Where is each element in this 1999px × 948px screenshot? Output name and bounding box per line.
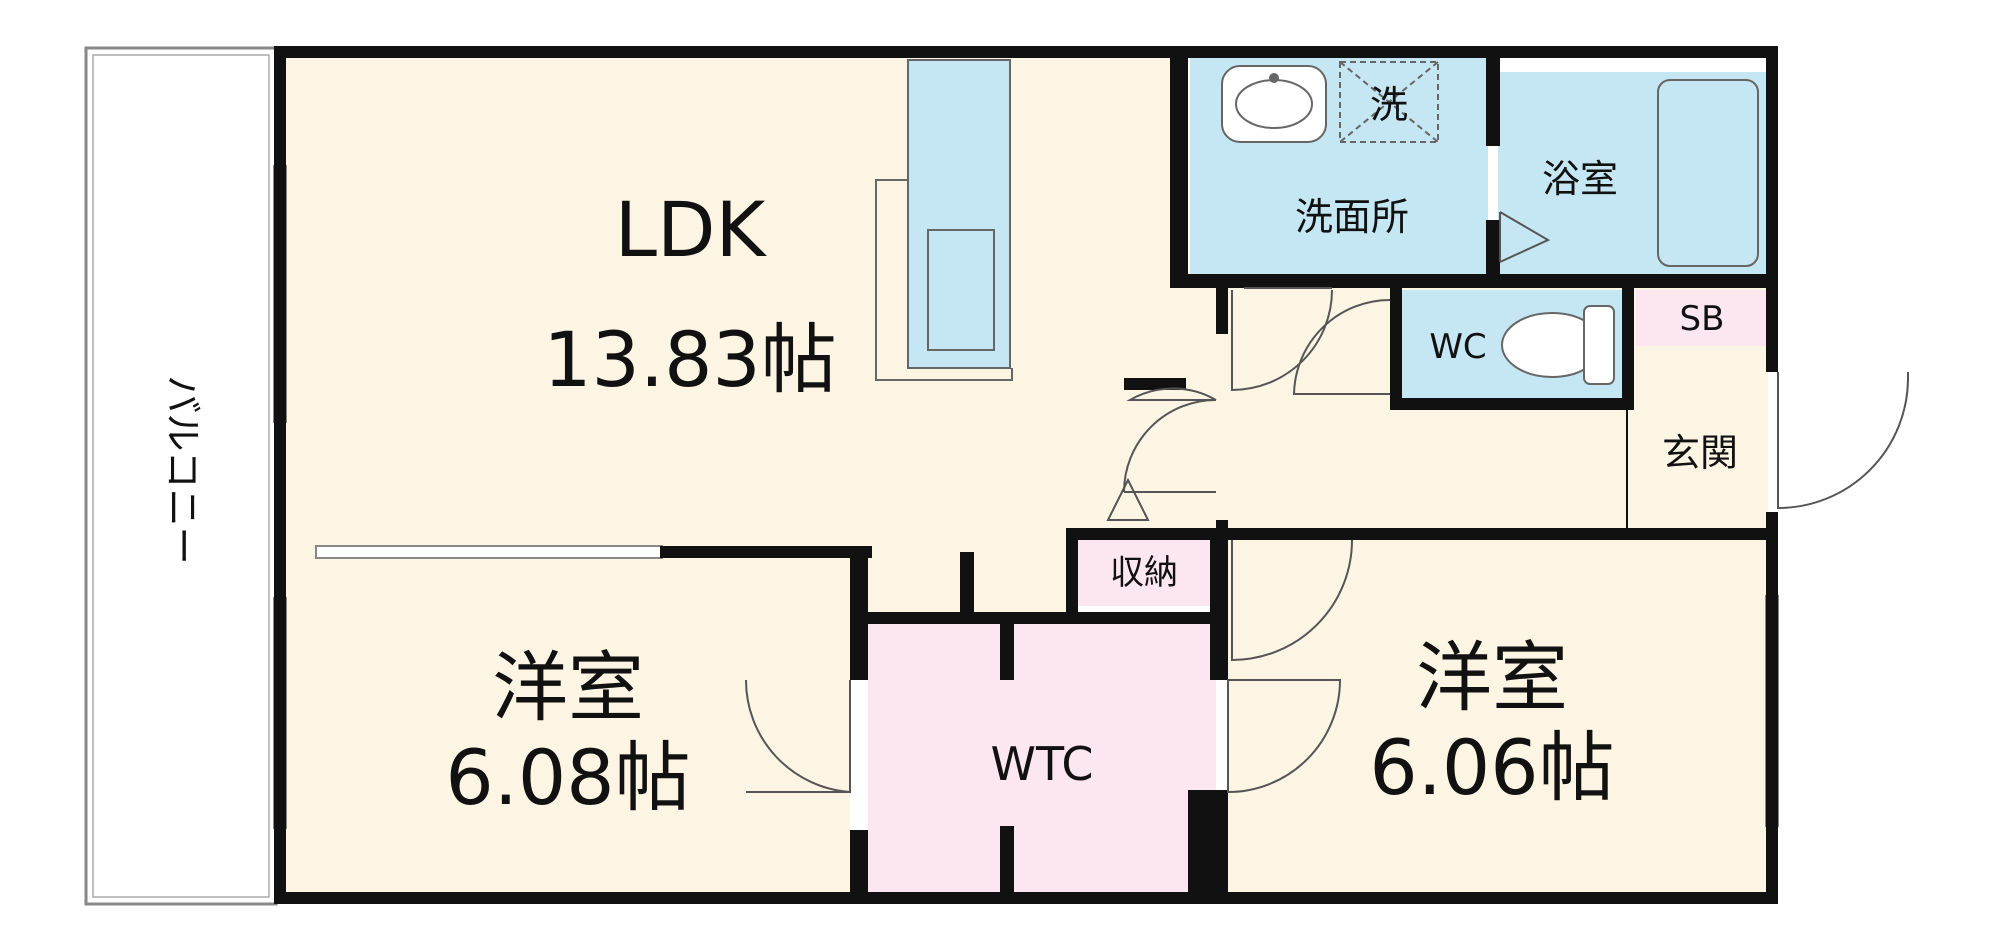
wall-western-left-right-low xyxy=(850,830,868,904)
western-right-size: 6.06帖 xyxy=(1369,723,1614,812)
door-toilet xyxy=(1292,299,1391,395)
wall-ldk-bottom xyxy=(660,546,872,558)
wall-top-right xyxy=(1170,46,1778,58)
wall-hall-bottom xyxy=(1216,528,1778,540)
door-ldk-hall xyxy=(1126,387,1217,401)
western-right-floor xyxy=(1228,540,1768,892)
washer-space xyxy=(1339,61,1439,143)
washroom-label: 洗面所 xyxy=(1295,195,1409,239)
doors xyxy=(744,211,1909,794)
wall-left xyxy=(274,46,286,904)
kitchen-sink xyxy=(927,229,995,351)
wall-toilet-bottom xyxy=(1390,398,1630,410)
closet-label: 収納 xyxy=(1110,553,1178,593)
door-entrance xyxy=(1777,372,1909,510)
wall-right-upper xyxy=(1766,46,1778,372)
wall-toilet-left xyxy=(1390,288,1402,408)
wall-wtc-top xyxy=(860,612,1224,624)
door-western-right xyxy=(1231,539,1353,662)
door-wtc-right xyxy=(1227,679,1342,794)
wall-western-left-right xyxy=(850,546,868,680)
shoebox-floor xyxy=(1636,290,1768,346)
wall-bottom xyxy=(274,892,1778,904)
basin-faucet xyxy=(1269,73,1279,83)
wall-hall-left xyxy=(1216,288,1228,334)
shoebox-label: SB xyxy=(1680,299,1725,339)
wall-wtc-inner-top xyxy=(1000,624,1014,680)
wall-wtc-right xyxy=(1210,540,1228,680)
fixtures xyxy=(875,59,1759,385)
toilet-tank xyxy=(1583,305,1615,385)
wall-bath-divider xyxy=(1486,46,1500,146)
wall-entrance-divider xyxy=(1626,346,1628,528)
toilet-label: WC xyxy=(1429,327,1486,367)
door-bath xyxy=(1499,211,1551,263)
ldk-name: LDK xyxy=(615,185,768,274)
wall-corridor-post xyxy=(960,552,974,612)
western-left-floor xyxy=(284,552,850,892)
window-ldk-divider xyxy=(315,545,663,559)
wtc-label: WTC xyxy=(990,737,1093,791)
wash-basin xyxy=(1221,65,1327,143)
wall-ldk-stub xyxy=(1124,378,1186,390)
bathroom-label: 浴室 xyxy=(1542,157,1618,201)
western-left-size: 6.08帖 xyxy=(445,733,690,822)
room-labels: LDK 13.83帖 洋室 6.08帖 洋室 6.06帖 WTC 収納 洗面所 … xyxy=(445,83,1738,822)
entrance-label: 玄関 xyxy=(1662,431,1738,475)
wall-bath-divider-low xyxy=(1486,220,1500,280)
wall-wtc-inner-bottom xyxy=(1000,826,1014,896)
wall-wtc-right-low xyxy=(1188,790,1228,904)
wall-washroom-bottom xyxy=(1170,274,1778,288)
washer-label: 洗 xyxy=(1370,83,1408,127)
wall-right-lower xyxy=(1766,512,1778,904)
wtc-floor xyxy=(868,622,1216,892)
walls xyxy=(274,46,1778,904)
ldk-step-marker xyxy=(1106,477,1150,521)
room-floors xyxy=(284,56,1768,892)
balcony: バルコニー xyxy=(84,46,278,906)
door-western-left xyxy=(744,679,851,794)
wall-corridor-right xyxy=(1066,528,1078,624)
wall-closet-top xyxy=(1066,528,1228,540)
closet-floor xyxy=(1078,540,1210,606)
ldk-size: 13.83帖 xyxy=(543,315,837,404)
bathtub xyxy=(1657,79,1759,267)
ldk-floor xyxy=(284,56,1228,552)
wall-washroom-left xyxy=(1170,46,1188,286)
western-right-name: 洋室 xyxy=(1416,633,1568,722)
wall-top-left xyxy=(274,46,1174,58)
western-left-name: 洋室 xyxy=(492,643,644,732)
kitchen-ledge xyxy=(875,179,1013,381)
balcony-label: バルコニー xyxy=(161,375,205,564)
